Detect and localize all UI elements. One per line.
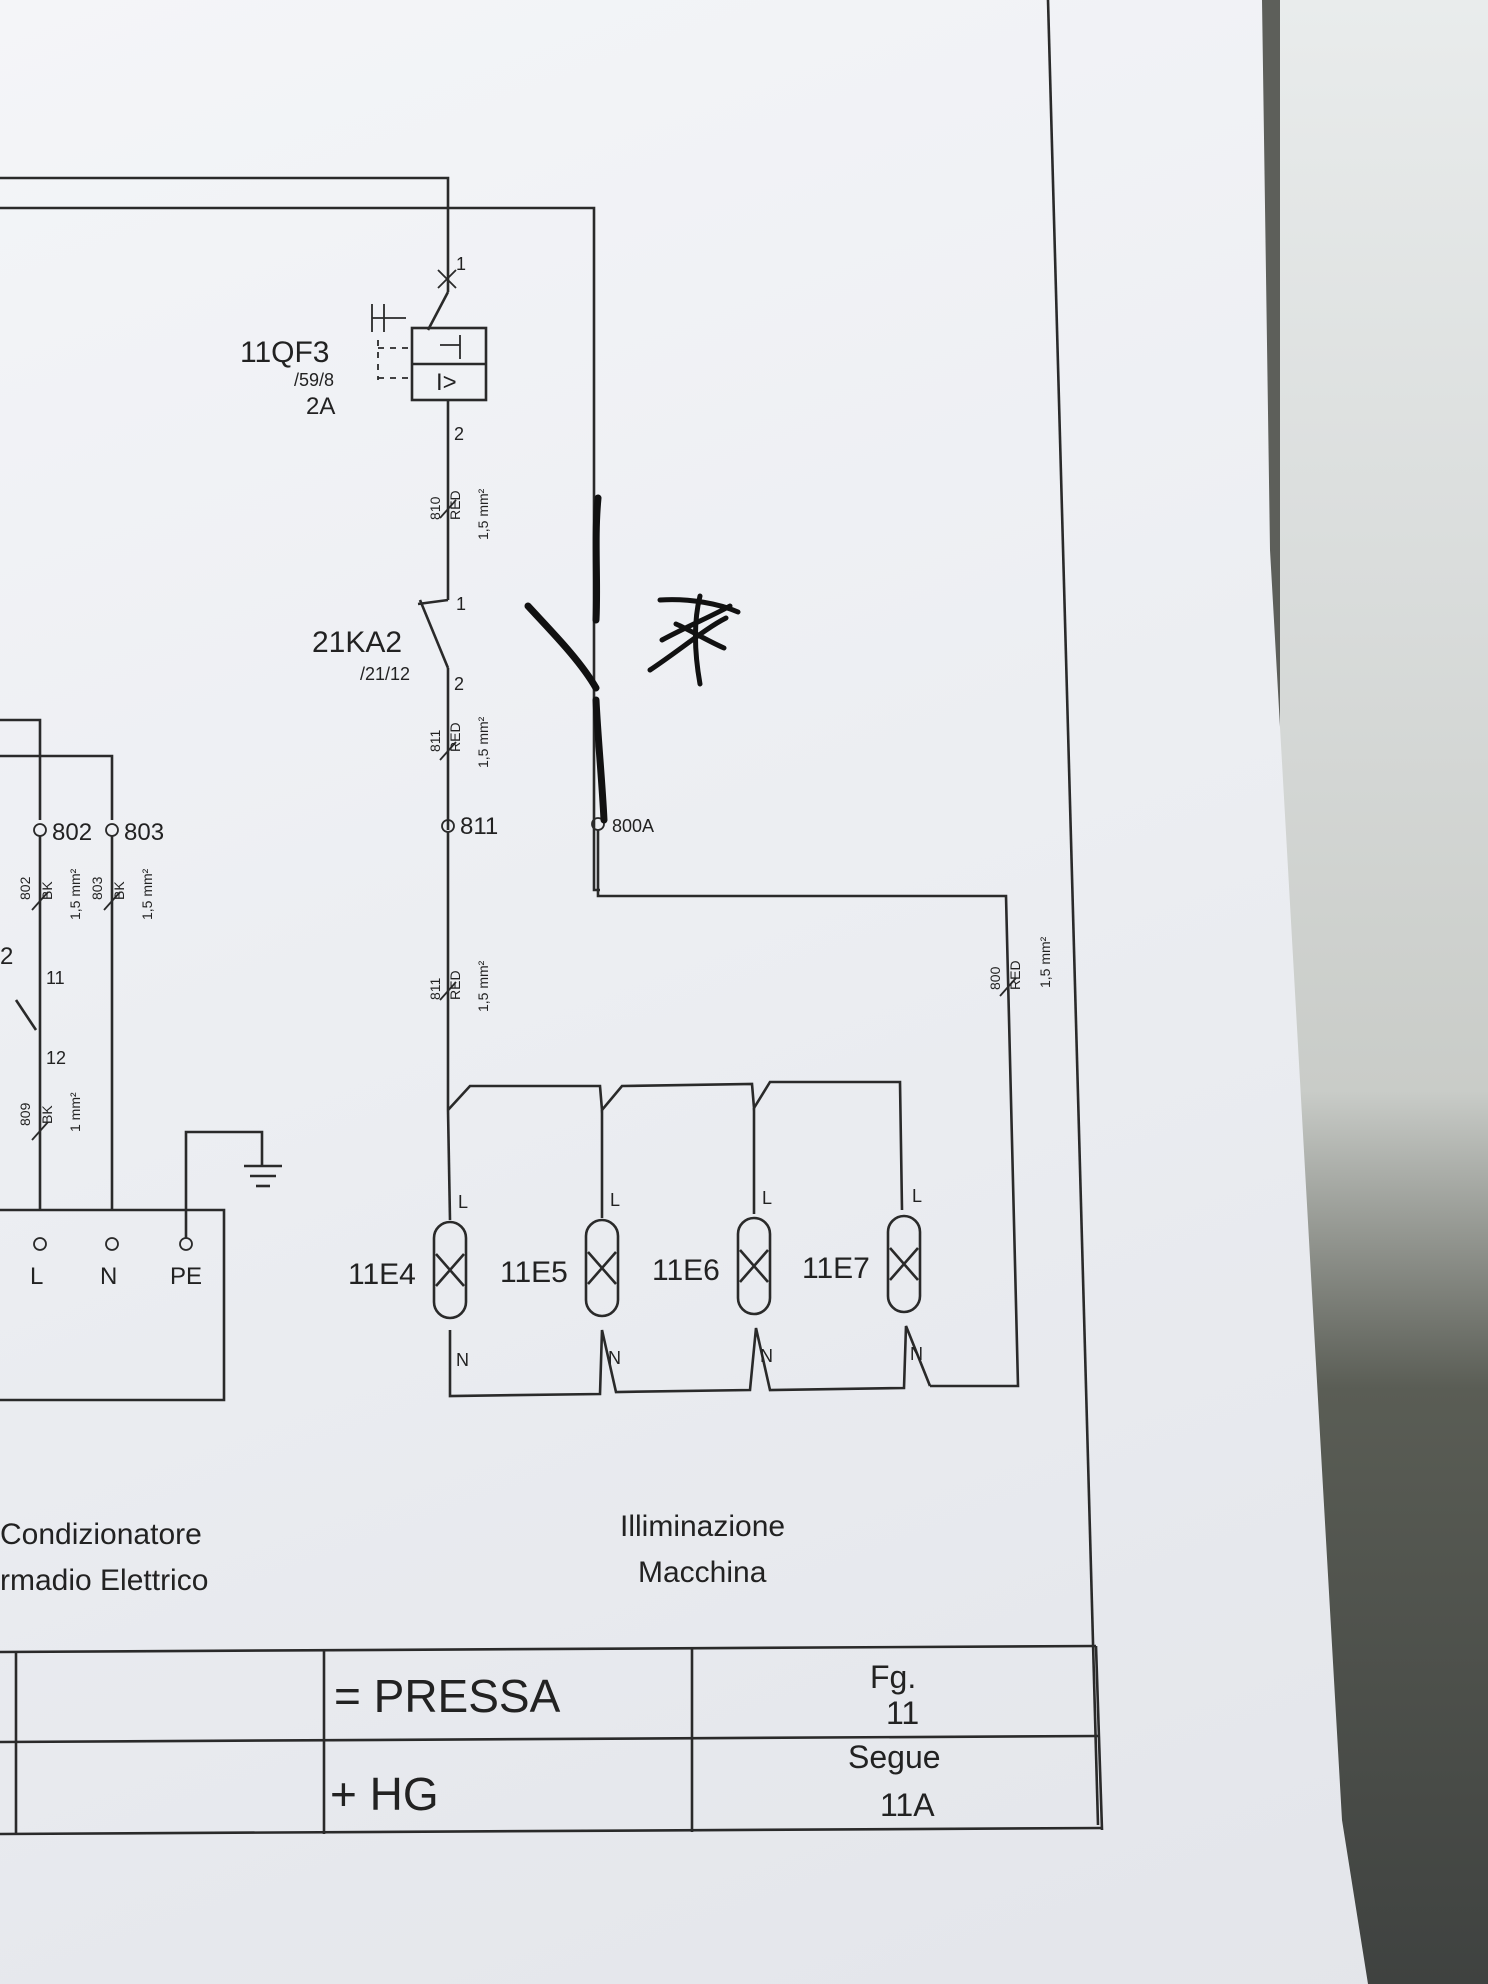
svg-text:1,5 mm²: 1,5 mm² bbox=[475, 716, 491, 768]
wire-label-800: 800 RED 1,5 mm² bbox=[987, 936, 1053, 997]
supply-terminal-pe: PE bbox=[170, 1263, 202, 1290]
wire-label-811-upper: 811 RED 1,5 mm² bbox=[427, 716, 491, 768]
contactor-tag: 21KA2 bbox=[312, 626, 402, 659]
svg-text:RED: RED bbox=[1007, 960, 1023, 990]
svg-text:810: 810 bbox=[427, 496, 443, 520]
terminal-802: 802 bbox=[52, 819, 92, 846]
svg-text:1,5 mm²: 1,5 mm² bbox=[475, 960, 491, 1012]
svg-text:1,5 mm²: 1,5 mm² bbox=[475, 488, 491, 540]
title-project: = PRESSA bbox=[334, 1670, 561, 1722]
lamp-body bbox=[736, 1216, 772, 1316]
svg-text:809: 809 bbox=[17, 1102, 33, 1126]
feed-wire-n bbox=[0, 206, 600, 892]
lamp-body bbox=[432, 1220, 468, 1320]
caption-left-line2: rmadio Elettrico bbox=[0, 1564, 208, 1597]
lamp-cross bbox=[435, 1253, 465, 1287]
lamp-1: 11E5 L N bbox=[500, 1190, 621, 1368]
breaker-tag: 11QF3 bbox=[240, 336, 330, 369]
svg-text:BK: BK bbox=[39, 881, 55, 900]
feed-wire-l bbox=[0, 176, 450, 280]
breaker-11QF3: 1 2 I> 11QF3 /59/8 2A bbox=[240, 254, 488, 600]
svg-text:BK: BK bbox=[39, 1105, 55, 1124]
supply-terminal-n: N bbox=[100, 1263, 117, 1290]
lamp-0: 11E4 L N bbox=[348, 1192, 469, 1370]
svg-text:802: 802 bbox=[17, 876, 33, 900]
caption-right-line2: Macchina bbox=[638, 1556, 767, 1589]
svg-text:1,5 mm²: 1,5 mm² bbox=[67, 868, 83, 920]
lamp-cross bbox=[587, 1251, 617, 1285]
lamp-tag: 11E7 bbox=[802, 1252, 870, 1285]
lamp-tag: 11E6 bbox=[652, 1254, 720, 1287]
breaker-pin-top: 1 bbox=[456, 254, 466, 274]
lamp-tag: 11E5 bbox=[500, 1256, 568, 1289]
svg-text:1,5 mm²: 1,5 mm² bbox=[1037, 936, 1053, 988]
caption-left-line1: Condizionatore bbox=[0, 1518, 202, 1551]
svg-text:BK: BK bbox=[111, 881, 127, 900]
contactor-ref: /21/12 bbox=[360, 664, 410, 684]
lamp-cross bbox=[889, 1247, 919, 1281]
svg-text:803: 803 bbox=[89, 876, 105, 900]
title-block: = PRESSA + HG Fg. 11 Segue 11A bbox=[0, 1644, 1104, 1836]
svg-text:RED: RED bbox=[447, 490, 463, 520]
lamp-pin-n: N bbox=[910, 1344, 923, 1364]
title-location: + HG bbox=[330, 1768, 439, 1820]
title-sheet-label: Fg. bbox=[870, 1659, 916, 1695]
lamp-3: 11E7 L N bbox=[802, 1186, 923, 1364]
breaker-rating: 2A bbox=[306, 393, 335, 420]
lamp-body bbox=[886, 1214, 922, 1314]
lamp-pin-n: N bbox=[760, 1346, 773, 1366]
svg-text:RED: RED bbox=[447, 722, 463, 752]
lamp-body bbox=[584, 1218, 620, 1318]
breaker-trip-symbol: I> bbox=[436, 369, 457, 396]
svg-text:1,5 mm²: 1,5 mm² bbox=[139, 868, 155, 920]
caption-right-line1: Illiminazione bbox=[620, 1510, 785, 1543]
lamp-tag: 11E4 bbox=[348, 1258, 416, 1291]
svg-text:800: 800 bbox=[987, 966, 1003, 990]
wire-800-return bbox=[596, 830, 1020, 1388]
wire-label-810: 810 RED 1,5 mm² bbox=[427, 488, 491, 540]
left-contact-number: 2 bbox=[0, 943, 13, 970]
lamp-pin-n: N bbox=[608, 1348, 621, 1368]
left-circuit: 802 803 802 BK 1,5 mm² 803 BK 1,5 mm² 2 … bbox=[0, 718, 282, 1402]
left-contact-pin-top: 11 bbox=[46, 968, 65, 988]
sheet-border-right bbox=[1046, 0, 1100, 1826]
left-contact-pin-bottom: 12 bbox=[46, 1048, 66, 1068]
title-next-number: 11A bbox=[880, 1787, 935, 1823]
breaker-ref: /59/8 bbox=[294, 370, 334, 390]
title-next-label: Segue bbox=[848, 1739, 941, 1775]
lamp1-l-drop bbox=[446, 1109, 452, 1221]
handdrawn-bypass-contact bbox=[524, 494, 608, 824]
contactor-21KA2: 1 2 21KA2 /21/12 bbox=[312, 594, 466, 830]
lamp-cross bbox=[739, 1249, 769, 1283]
lamp-2: 11E6 L N bbox=[652, 1188, 773, 1366]
lamp-neutral-bus bbox=[448, 1325, 932, 1398]
lamp-pin-l: L bbox=[458, 1192, 468, 1212]
terminal-803: 803 bbox=[124, 819, 164, 846]
contactor-pin-bottom: 2 bbox=[454, 674, 464, 694]
handdrawn-star-mark bbox=[647, 593, 741, 687]
terminal-811: 811 bbox=[441, 813, 498, 840]
breaker-pin-bottom: 2 bbox=[454, 424, 464, 444]
svg-text:811: 811 bbox=[460, 813, 498, 840]
lamp-pin-l: L bbox=[912, 1186, 922, 1206]
svg-text:RED: RED bbox=[447, 970, 463, 1000]
svg-text:800A: 800A bbox=[612, 816, 654, 836]
svg-text:811: 811 bbox=[427, 729, 443, 752]
contactor-pin-top: 1 bbox=[456, 594, 466, 614]
supply-terminal-l: L bbox=[30, 1263, 43, 1290]
svg-text:811: 811 bbox=[427, 977, 443, 1000]
wire-label-811-lower: 811 RED 1,5 mm² bbox=[427, 960, 491, 1012]
lamp-pin-l: L bbox=[610, 1190, 620, 1210]
title-sheet-number: 11 bbox=[886, 1695, 919, 1731]
lamp-pin-l: L bbox=[762, 1188, 772, 1208]
svg-text:1 mm²: 1 mm² bbox=[67, 1092, 83, 1132]
lamp-supply-bus bbox=[447, 1080, 904, 1211]
lamp-pin-n: N bbox=[456, 1350, 469, 1370]
